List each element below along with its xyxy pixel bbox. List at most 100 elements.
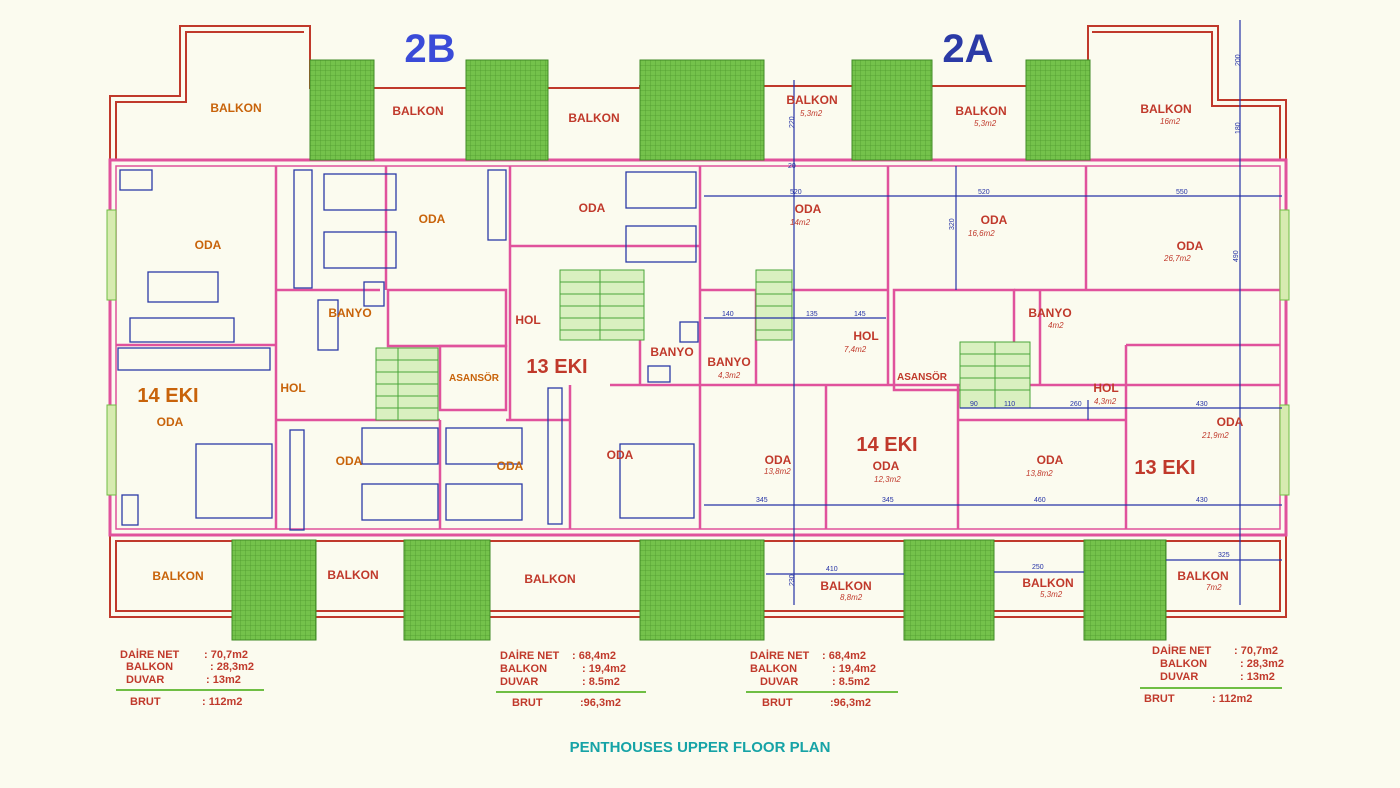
- dim-345a: 345: [756, 497, 768, 504]
- area-hol-mid: 7,4m2: [844, 345, 867, 354]
- summary-1-balkon: : 28,3m2: [210, 661, 254, 673]
- dim-200: 200: [1235, 54, 1242, 66]
- balkon-top-3: BALKON: [568, 111, 619, 125]
- dim-260: 260: [1070, 401, 1082, 408]
- summary-3-balkon: : 19,4m2: [832, 663, 876, 675]
- area-banyo-mid: 4,3m2: [718, 371, 741, 380]
- summary-1-net: : 70,7m2: [204, 649, 248, 661]
- planters-bottom: [231, 539, 1167, 641]
- dim-180: 180: [1235, 122, 1242, 134]
- summary-4-net-label: DAİRE NET: [1152, 644, 1212, 657]
- summary-3-net: : 68,4m2: [822, 650, 866, 662]
- summary-4-brut-label: BRUT: [1144, 693, 1175, 705]
- furniture: [117, 169, 699, 531]
- dim-145: 145: [854, 311, 866, 318]
- summary-4-duvar-label: DUVAR: [1160, 671, 1198, 683]
- dim-345b: 345: [882, 497, 894, 504]
- banyo-left: BANYO: [328, 306, 371, 320]
- dimension-labels: 520 520 550 320 490 220 200 180 140 145 …: [722, 54, 1242, 586]
- dim-520a: 520: [790, 189, 802, 196]
- balkon-bottom-3: BALKON: [524, 572, 575, 586]
- summary-3-net-label: DAİRE NET: [750, 649, 810, 662]
- summary-4-duvar: : 13m2: [1240, 671, 1275, 683]
- area-balkon-bottom-5: 5,3m2: [1040, 590, 1063, 599]
- banyo-right: BANYO: [1028, 306, 1071, 320]
- dim-110: 110: [1004, 401, 1015, 408]
- hol-mid: HOL: [853, 329, 878, 343]
- plan-title: PENTHOUSES UPPER FLOOR PLAN: [570, 739, 831, 756]
- area-banyo-r: 4m2: [1048, 321, 1064, 330]
- summary-2-net-label: DAİRE NET: [500, 649, 560, 662]
- area-oda-r4: 21,9m2: [1201, 431, 1229, 440]
- wing-label-2b: 2B: [404, 27, 455, 71]
- summary-2-balkon: : 19,4m2: [582, 663, 626, 675]
- summary-3-duvar-label: DUVAR: [760, 676, 798, 688]
- windows: [106, 209, 1290, 496]
- summary-4-balkon-label: BALKON: [1160, 658, 1207, 670]
- area-hol-right: 4,3m2: [1094, 397, 1117, 406]
- summary-1-net-label: DAİRE NET: [120, 648, 180, 661]
- wing-label-2a: 2A: [942, 27, 993, 71]
- summary-3-brut: :96,3m2: [830, 697, 871, 709]
- summary-2-duvar-label: DUVAR: [500, 676, 538, 688]
- dim-460: 460: [1034, 497, 1046, 504]
- dim-490: 490: [1233, 250, 1240, 262]
- dim-230: 230: [789, 574, 796, 586]
- summary-3-brut-label: BRUT: [762, 697, 793, 709]
- area-balkon-top-6: 16m2: [1160, 117, 1181, 126]
- area-oda-a: 14m2: [790, 218, 811, 227]
- balkon-bottom-1: BALKON: [152, 569, 203, 583]
- dimension-lines: [704, 20, 1282, 605]
- building-outline: [108, 158, 1288, 537]
- summary-4-balkon: : 28,3m2: [1240, 658, 1284, 670]
- dim-410: 410: [826, 566, 838, 573]
- dim-20: 20: [788, 163, 796, 170]
- oda-mid-top: ODA: [795, 202, 822, 216]
- oda-center-top: ODA: [579, 201, 606, 215]
- summary-1-brut: : 112m2: [202, 696, 242, 708]
- summary-3: DAİRE NET : 68,4m2 BALKON : 19,4m2 DUVAR…: [750, 649, 876, 709]
- unit-14-eki-right: 14 EKI: [856, 434, 917, 456]
- area-balkon-top-4: 5,3m2: [800, 109, 823, 118]
- dim-550: 550: [1176, 189, 1188, 196]
- balkon-top-5: BALKON: [955, 104, 1006, 118]
- dim-135: 135: [806, 311, 818, 318]
- balkon-bottom-6: BALKON: [1177, 569, 1228, 583]
- summary-1-duvar-label: DUVAR: [126, 674, 164, 686]
- oda-center-bottom: ODA: [607, 448, 634, 462]
- balkon-top-2: BALKON: [392, 104, 443, 118]
- oda-left-mid-bottom: ODA: [336, 454, 363, 468]
- area-oda-b: 16,6m2: [968, 229, 995, 238]
- dim-430a: 430: [1196, 401, 1208, 408]
- summary-4-net: : 70,7m2: [1234, 645, 1278, 657]
- unit-13-eki-center: 13 EKI: [526, 356, 587, 378]
- summary-1-duvar: : 13m2: [206, 674, 241, 686]
- area-oda-r1: 13,8m2: [764, 467, 791, 476]
- dim-430b: 430: [1196, 497, 1208, 504]
- dim-90: 90: [970, 401, 978, 408]
- staircases: [375, 269, 1031, 421]
- area-balkon-bottom-6: 7m2: [1206, 583, 1222, 592]
- unit-14-eki-left: 14 EKI: [137, 385, 198, 407]
- dim-140: 140: [722, 311, 734, 318]
- area-oda-c: 26,7m2: [1163, 254, 1191, 263]
- summary-4-brut: : 112m2: [1212, 693, 1252, 705]
- area-oda-r2: 12,3m2: [874, 475, 901, 484]
- summary-1-brut-label: BRUT: [130, 696, 161, 708]
- building-inner: [115, 165, 1281, 530]
- oda-r4: ODA: [1217, 415, 1244, 429]
- asansor-right: ASANSÖR: [897, 370, 948, 383]
- area-balkon-bottom-4: 8,8m2: [840, 593, 863, 602]
- oda-right-top: ODA: [981, 213, 1008, 227]
- hol-left: HOL: [280, 381, 305, 395]
- summary-1: DAİRE NET : 70,7m2 BALKON : 28,3m2 DUVAR…: [120, 648, 254, 708]
- area-balkon-top-5: 5,3m2: [974, 119, 997, 128]
- summary-3-duvar: : 8.5m2: [832, 676, 870, 688]
- summary-2-net: : 68,4m2: [572, 650, 616, 662]
- banyo-mid: BANYO: [707, 355, 750, 369]
- area-oda-r3: 13,8m2: [1026, 469, 1053, 478]
- oda-r1: ODA: [765, 453, 792, 467]
- oda-r3: ODA: [1037, 453, 1064, 467]
- dim-320: 320: [949, 218, 956, 230]
